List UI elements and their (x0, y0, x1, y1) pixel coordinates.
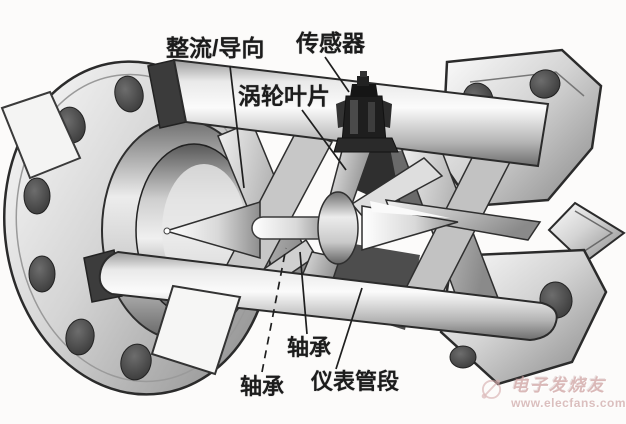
sensor-assembly (333, 71, 399, 153)
leader-lines (229, 56, 363, 373)
watermark-brand: 电子发烧友 (511, 375, 607, 395)
leader-bearing-upper (299, 251, 308, 335)
leader-straightener (229, 65, 245, 189)
watermark-url: www.elecfans.com (511, 395, 626, 410)
tube-cut-face (150, 284, 242, 376)
watermark: 电子发烧友 www.elecfans.com (478, 360, 626, 420)
leader-turbine-blades (301, 109, 347, 171)
elecfans-logo-icon (481, 379, 502, 399)
flange-cut-face (0, 90, 82, 180)
label-turbine-blades: 涡轮叶片 (238, 83, 330, 109)
label-bearing-lower: 轴承 (240, 374, 285, 399)
leader-sensor (324, 56, 350, 93)
label-bearing-upper: 轴承 (287, 335, 332, 360)
label-straightener: 整流/导向 (166, 35, 265, 61)
label-meter-pipe-section: 仪表管段 (311, 369, 400, 394)
rotor-hub (317, 191, 359, 265)
leader-meter-pipe (335, 287, 363, 370)
label-sensor: 传感器 (296, 30, 365, 56)
leader-bearing-lower (261, 247, 287, 373)
tube-bottom-wall (98, 250, 558, 342)
